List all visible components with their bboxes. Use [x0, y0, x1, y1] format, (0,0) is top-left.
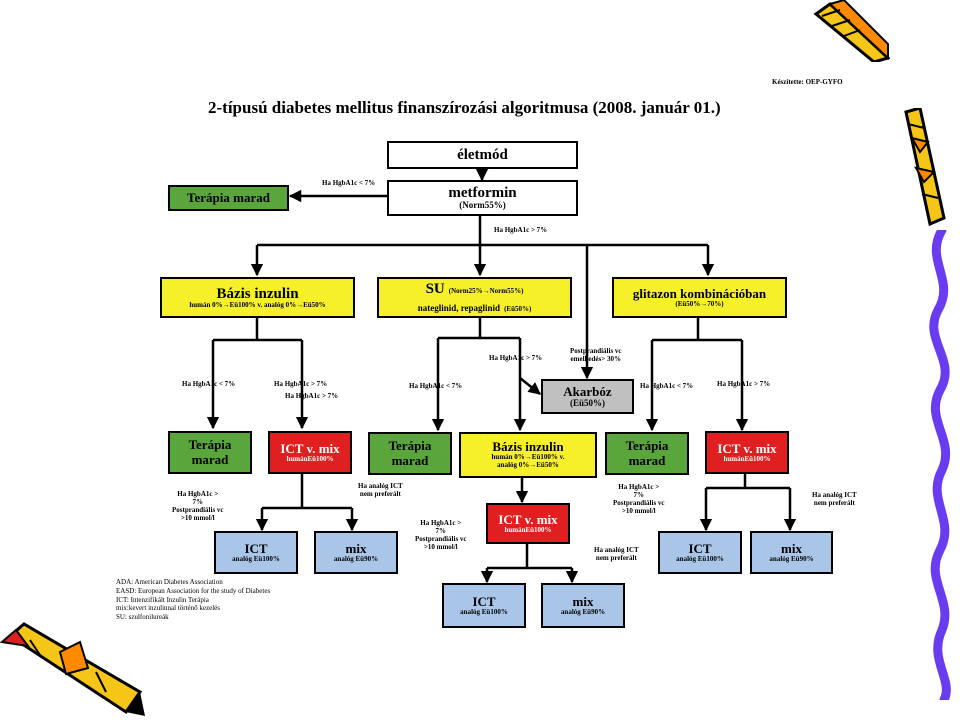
basal-insulin-center-label: Bázis inzulin [492, 439, 564, 455]
condition-label: Ha HgbA1c > 7% [285, 392, 339, 400]
pencil-right-icon [904, 108, 946, 226]
condition-label: Ha HgbA1c > 7% Postprandiális vc >10 mmo… [415, 519, 467, 552]
lifestyle-label: életmód [457, 146, 508, 163]
acarbose-box: Akarbóz (Eü50%) [541, 379, 634, 414]
basal-insulin-left-box: Bázis inzulin humán 0%→Eü100% v. analóg … [160, 277, 355, 318]
metformin-sub: (Norm55%) [459, 200, 506, 211]
legend-item: mix:kevert inzulinnal történő kezelés [116, 604, 220, 613]
su-label: SU [425, 281, 445, 298]
therapy-stays-center-l1: Terápia [388, 438, 432, 454]
condition-label: Ha HgbA1c > 7% Postprandiális vc >10 mmo… [172, 490, 224, 523]
lifestyle-box: életmód [387, 141, 578, 169]
su-box: SU (Norm25%→Norm55%) nateglinid, repagli… [377, 277, 572, 318]
ict-mix-right-box: ICT v. mix humánEü100% [705, 431, 789, 474]
mix-center-box: mix analóg Eü90% [541, 583, 625, 628]
ict-mix-right-label: ICT v. mix [717, 440, 777, 456]
condition-label: Ha HgbA1c > 7% [494, 226, 548, 234]
ict-mix-center-sub: humánEü100% [504, 525, 552, 534]
mix-right-box: mix analóg Eü90% [750, 531, 833, 574]
ict-right-label: ICT [688, 540, 712, 556]
pencil-top-right-icon [813, 0, 890, 62]
therapy-stays-right-l1: Terápia [625, 438, 669, 454]
condition-label: Ha HgbA1c > 7% [274, 380, 328, 388]
diagram-title: 2-típusú diabetes mellitus finanszírozás… [208, 98, 721, 117]
ict-mix-left-sub: humánEü100% [286, 454, 334, 463]
ict-center-sub: analóg Eü100% [460, 607, 508, 616]
mix-left-box: mix analóg Eü90% [314, 531, 398, 574]
acarbose-sub: (Eü50%) [569, 397, 605, 408]
therapy-stays-left-l1: Terápia [188, 437, 232, 453]
ict-center-box: ICT analóg Eü100% [442, 583, 526, 628]
condition-label: Ha HgbA1c < 7% [182, 380, 236, 388]
ict-mix-left-label: ICT v. mix [280, 440, 340, 456]
ict-mix-center-box: ICT v. mix humánEü100% [486, 503, 570, 544]
su-sub2: (Eü50%) [504, 304, 532, 313]
therapy-stays-center-l2: marad [391, 452, 429, 468]
analog-ict-condition-label: Ha analóg ICT nem preferált [594, 546, 639, 563]
acarbose-label: Akarbóz [563, 383, 612, 399]
condition-label: Ha HgbA1c < 7% [640, 382, 694, 390]
mix-right-sub: analóg Eü90% [769, 554, 814, 563]
therapy-stays-left-box: Terápia marad [168, 431, 252, 474]
metformin-box: metformin (Norm55%) [387, 180, 578, 216]
basal-insulin-center-box: Bázis inzulin humán 0%→Eü100% v. analóg … [459, 432, 597, 478]
mix-left-label: mix [345, 540, 367, 556]
ict-right-box: ICT analóg Eü100% [658, 531, 742, 574]
therapy-stays-right-l2: marad [628, 452, 666, 468]
postprandial-condition-label: Postprandiális vc emelkedés> 30% [570, 347, 622, 364]
basal-insulin-left-sub: humán 0%→Eü100% v. analóg 0%→Eü50% [189, 300, 326, 309]
ict-right-sub: analóg Eü100% [676, 554, 724, 563]
ict-mix-center-label: ICT v. mix [498, 511, 558, 527]
mix-center-sub: analóg Eü90% [560, 607, 606, 616]
condition-label: Ha HgbA1c > 7% [489, 354, 543, 362]
condition-label: Ha HgbA1c > 7% Postprandiális vc >10 mmo… [613, 483, 665, 516]
pencil-bottom-left-icon [0, 622, 145, 716]
ict-left-box: ICT analóg Eü100% [214, 531, 298, 574]
legend-item: ICT: Intenzifikált Inzulin Terápia [116, 595, 209, 604]
condition-label: Ha HgbA1c < 7% [409, 382, 463, 390]
metformin-label: metformin [448, 185, 517, 202]
legend-item: ADA: American Diabetes Association [116, 578, 223, 586]
glitazone-label: glitazon kombinációban [632, 285, 767, 301]
ict-left-label: ICT [244, 540, 268, 556]
su-sub: nateglinid, repaglinid [417, 302, 501, 313]
therapy-stays-center-box: Terápia marad [368, 432, 452, 475]
basal-insulin-left-label: Bázis inzulin [216, 285, 299, 302]
mix-right-label: mix [781, 540, 802, 556]
therapy-stays-top-label: Terápia marad [187, 189, 270, 205]
basal-insulin-center-sub2: analóg 0%→Eü50% [497, 461, 559, 470]
analog-ict-condition-label: Ha analóg ICT nem preferált [812, 491, 857, 508]
analog-ict-condition-label: Ha analóg ICT nem preferált [358, 482, 403, 499]
therapy-stays-left-l2: marad [191, 451, 229, 467]
therapy-stays-right-box: Terápia marad [605, 432, 689, 475]
ict-center-label: ICT [472, 593, 496, 609]
legend-item: EASD: European Association for the study… [116, 586, 271, 595]
ict-left-sub: analóg Eü100% [232, 554, 280, 563]
glitazone-box: glitazon kombinációban (Eü50%→70%) [612, 277, 787, 318]
credit-text: Készítette: OEP-GYFO [772, 78, 843, 86]
therapy-stays-top-box: Terápia marad [168, 185, 289, 211]
abbreviation-legend: ADA: American Diabetes Association EASD:… [116, 578, 270, 622]
ict-mix-right-sub: humánEü100% [723, 454, 771, 463]
mix-center-label: mix [572, 593, 594, 609]
basal-insulin-center-sub1: humán 0%→Eü100% v. [491, 453, 565, 462]
ict-mix-left-box: ICT v. mix humánEü100% [268, 431, 352, 474]
su-extra: (Norm25%→Norm55%) [448, 287, 524, 296]
mix-left-sub: analóg Eü90% [333, 554, 379, 563]
legend-item: SU: szulfonilureák [116, 613, 169, 621]
glitazone-sub: (Eü50%→70%) [675, 299, 724, 308]
squiggle-decoration-icon [929, 230, 951, 700]
condition-label: Ha HgbA1c > 7% [717, 380, 771, 388]
condition-label: Ha HgbA1c < 7% [322, 179, 376, 187]
